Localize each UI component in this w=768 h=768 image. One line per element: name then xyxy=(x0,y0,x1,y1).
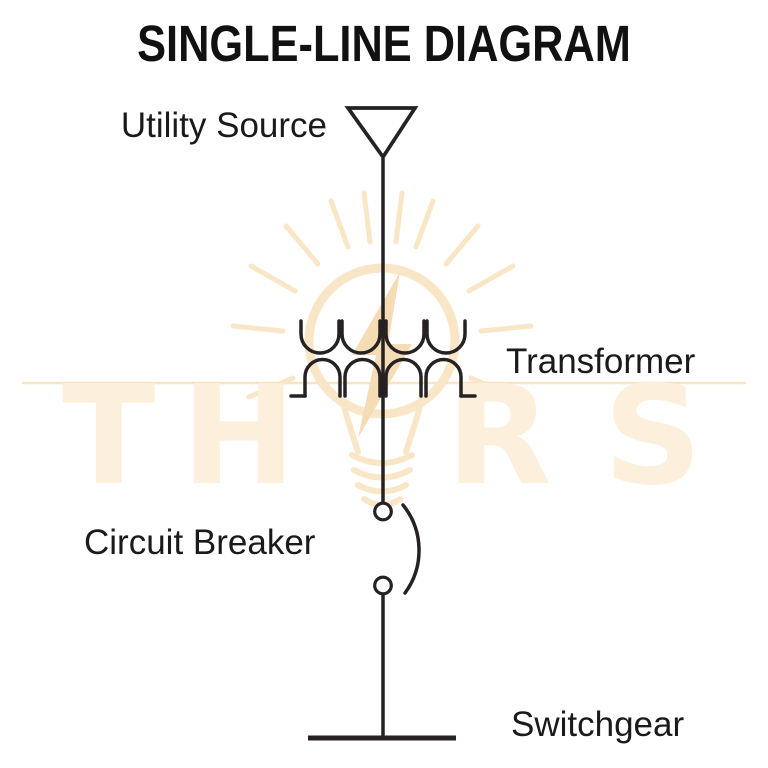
label-utility-source: Utility Source xyxy=(120,106,327,145)
circuit-breaker-symbol xyxy=(373,501,421,596)
breaker-blade-arc xyxy=(401,503,421,595)
utility-source-symbol xyxy=(344,106,419,161)
breaker-contact-top xyxy=(373,501,393,522)
label-switchgear: Switchgear xyxy=(511,705,685,744)
watermark-text-left: TH xyxy=(62,357,323,516)
breaker-contact-bottom xyxy=(373,575,393,596)
label-circuit-breaker: Circuit Breaker xyxy=(84,523,316,562)
page-title: SINGLE-LINE DIAGRAM xyxy=(137,15,631,72)
watermark-text-right: RS xyxy=(446,357,755,516)
transformer-secondary-winding xyxy=(289,357,477,398)
bulb-rays xyxy=(230,190,534,400)
label-transformer: Transformer xyxy=(506,342,696,381)
transformer-primary-winding xyxy=(299,319,467,355)
